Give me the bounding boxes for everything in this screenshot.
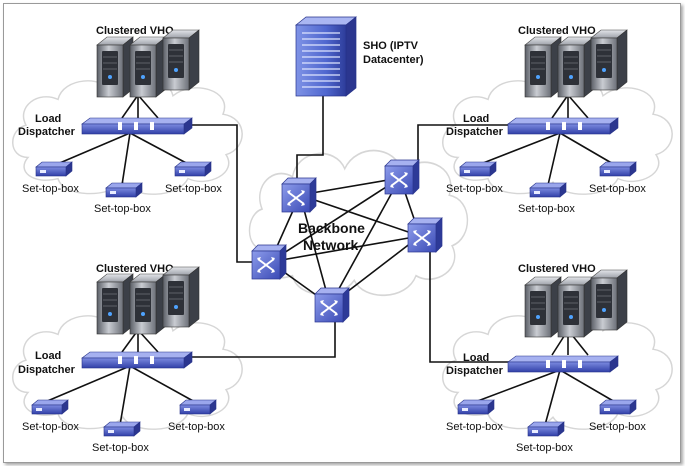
set-top-box-icon [105, 182, 143, 198]
core-switch-5 [314, 287, 350, 323]
stb-label: Set-top-box [589, 421, 646, 433]
vho-label: Clustered VHO [96, 263, 174, 275]
set-top-box-icon [35, 161, 73, 177]
vho-label: Clustered VHO [518, 25, 596, 37]
set-top-box-icon [529, 182, 567, 198]
cluster-top-left: Clustered VHO Load Dispatcher Set-top-bo… [18, 25, 222, 215]
stb-label: Set-top-box [589, 183, 646, 195]
server-rack-icon [96, 266, 200, 335]
vho-label: Clustered VHO [96, 25, 174, 37]
core-switch-1 [281, 177, 317, 213]
core-switch-2 [384, 159, 420, 195]
vho-label: Clustered VHO [518, 263, 596, 275]
set-top-box-icon [599, 161, 637, 177]
stb-label: Set-top-box [94, 203, 151, 215]
dispatcher-label-line1: Load [463, 352, 489, 364]
backbone-label-line1: Backbone [298, 220, 365, 236]
stb-label: Set-top-box [518, 203, 575, 215]
stb-label: Set-top-box [516, 442, 573, 454]
dispatcher-label-line2: Dispatcher [446, 126, 504, 138]
cluster-bottom-right: Clustered VHO Load Dispatcher Set-top-bo… [446, 263, 646, 454]
set-top-box-icon [179, 399, 217, 415]
dispatcher-label-line2: Dispatcher [446, 365, 504, 377]
cluster-top-right: Clustered VHO Load Dispatcher Set-top-bo… [446, 25, 646, 215]
load-dispatcher-icon [81, 351, 193, 369]
load-dispatcher-icon [507, 355, 619, 373]
sho-label-line1: SHO (IPTV [363, 40, 419, 52]
stb-label: Set-top-box [446, 183, 503, 195]
dispatcher-label-line1: Load [35, 113, 61, 125]
set-top-box-icon [527, 421, 565, 437]
set-top-box-icon [599, 399, 637, 415]
dispatcher-label-line1: Load [35, 350, 61, 362]
load-dispatcher-icon [507, 117, 619, 135]
cluster-bottom-left: Clustered VHO Load Dispatcher Set-top-bo… [18, 263, 225, 454]
load-dispatcher-icon [81, 117, 193, 135]
stb-label: Set-top-box [168, 421, 225, 433]
server-rack-icon [524, 29, 628, 98]
stb-label: Set-top-box [22, 183, 79, 195]
sho-datacenter-icon [295, 16, 357, 97]
set-top-box-icon [31, 399, 69, 415]
set-top-box-icon [459, 161, 497, 177]
server-rack-icon [96, 29, 200, 98]
stb-label: Set-top-box [92, 442, 149, 454]
dispatcher-label-line2: Dispatcher [18, 126, 76, 138]
stb-label: Set-top-box [165, 183, 222, 195]
core-switch-3 [407, 217, 443, 253]
set-top-box-icon [174, 161, 212, 177]
stb-label: Set-top-box [446, 421, 503, 433]
dispatcher-label-line2: Dispatcher [18, 364, 76, 376]
dispatcher-label-line1: Load [463, 113, 489, 125]
server-rack-icon [524, 269, 628, 338]
set-top-box-icon [457, 399, 495, 415]
sho-label-line2: Datacenter) [363, 54, 424, 66]
backbone-label-line2: Network [303, 237, 358, 253]
core-switch-4 [251, 244, 287, 280]
network-links [44, 94, 616, 426]
stb-label: Set-top-box [22, 421, 79, 433]
set-top-box-icon [103, 421, 141, 437]
